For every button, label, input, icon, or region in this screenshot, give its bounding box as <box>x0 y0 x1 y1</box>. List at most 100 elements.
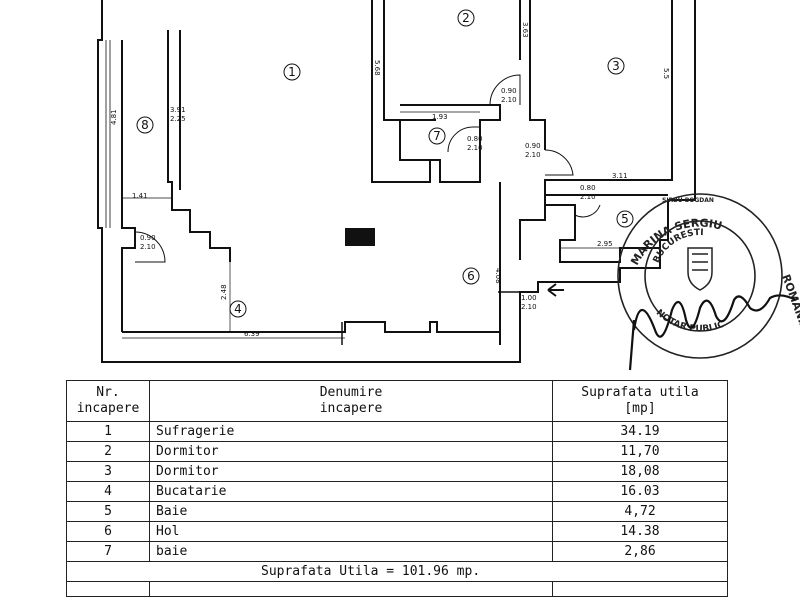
row-nr: 4 <box>66 481 150 502</box>
row-area: 14.38 <box>552 521 728 542</box>
room-marker-6-circle <box>462 267 480 285</box>
room-marker-3-circle <box>607 57 625 75</box>
row-area: 16.03 <box>552 481 728 502</box>
dim-label: 2.10 <box>501 96 517 104</box>
door-swing-4 <box>134 231 166 263</box>
header-suprafata: Suprafata utila [mp] <box>552 380 728 422</box>
header-nr-line2: incapere <box>76 401 140 416</box>
room-marker-5: 5 <box>621 212 629 226</box>
outer-wall-inner <box>121 40 136 332</box>
dim-label: 2.10 <box>580 193 596 201</box>
dim-label: 2.10 <box>521 303 537 311</box>
dim-label: 2.48 <box>220 284 228 300</box>
dim-label: 2.95 <box>597 240 613 248</box>
header-nr-line1: Nr. <box>96 385 120 400</box>
room-area-table: Nr. incapere Denumire incapere Suprafata… <box>66 380 728 597</box>
row-name: Dormitor <box>149 461 553 482</box>
dim-label: 5.68 <box>373 60 381 76</box>
table-row: 2 Dormitor 11,70 <box>66 441 728 462</box>
row-name: baie <box>149 541 553 562</box>
dim-label: 1.41 <box>132 192 148 200</box>
stamp-text-right: ROMÂNIA <box>779 273 800 333</box>
dim-label: 0.80 <box>467 135 483 143</box>
row-nr: 2 <box>66 441 150 462</box>
row-area: 18,08 <box>552 461 728 482</box>
header-denumire-line1: Denumire <box>319 385 383 400</box>
coat-of-arms-icon <box>687 247 713 291</box>
header-suprafata-line1: Suprafata utila <box>581 385 699 400</box>
row-name: Hol <box>149 521 553 542</box>
notary-stamp: MARINA SERGIU NOTAR PUBLIC BUCURESTI ROM… <box>617 193 800 371</box>
row-nr: 6 <box>66 521 150 542</box>
stamp-small-text: SIRBU BOGDAN <box>662 197 714 204</box>
row-nr: 3 <box>66 461 150 482</box>
table-row: 7 baie 2,86 <box>66 541 728 562</box>
room-marker-7: 7 <box>433 129 441 143</box>
dim-label: 4.81 <box>110 109 118 125</box>
row-area: 34.19 <box>552 421 728 442</box>
table-row: 6 Hol 14.38 <box>66 521 728 542</box>
table-row: 1 Sufragerie 34.19 <box>66 421 728 442</box>
dim-label: 1.93 <box>432 113 448 121</box>
dim-label: 2.10 <box>140 243 156 251</box>
dim-label: 0.90 <box>140 234 156 242</box>
room-7-walls <box>400 104 501 183</box>
row-area: 2,86 <box>552 541 728 562</box>
row-nr: 7 <box>66 541 150 562</box>
room-marker-8: 8 <box>141 118 149 132</box>
row-name: Dormitor <box>149 441 553 462</box>
table-row: 4 Bucatarie 16.03 <box>66 481 728 502</box>
dim-label: 0.80 <box>580 184 596 192</box>
table-row: 3 Dormitor 18,08 <box>66 461 728 482</box>
room-marker-4: 4 <box>234 302 242 316</box>
dim-label: 3.11 <box>612 172 628 180</box>
dim-label: 0.90 <box>525 142 541 150</box>
room-marker-7-circle <box>428 127 446 145</box>
row-area: 11,70 <box>552 441 728 462</box>
door-swing-3 <box>544 149 574 176</box>
row-name: Baie <box>149 501 553 522</box>
row-nr: 1 <box>66 421 150 442</box>
door-swing-5 <box>574 204 601 218</box>
dim-label: 2.25 <box>170 115 186 123</box>
row-area: 4,72 <box>552 501 728 522</box>
room-marker-6: 6 <box>467 269 475 283</box>
header-denumire-line2: incapere <box>319 401 383 416</box>
room-marker-2: 2 <box>462 11 470 25</box>
row-name: Sufragerie <box>149 421 553 442</box>
dim-label: 0.90 <box>501 87 517 95</box>
row-nr: 5 <box>66 501 150 522</box>
wall-8-1 <box>167 30 231 262</box>
table-row-cut <box>66 581 728 597</box>
dim-label: 1.00 <box>521 294 537 302</box>
header-suprafata-line2: [mp] <box>624 401 656 416</box>
room-marker-2-circle <box>457 9 475 27</box>
floor-plan: 1 2 3 4 5 6 7 8 5.68 3.63 5.5 3.91 2.25 … <box>97 0 696 363</box>
dim-label: 5.5 <box>662 68 670 79</box>
entrance-arrow-icon <box>547 283 564 297</box>
table-row: 5 Baie 4,72 <box>66 501 728 522</box>
room-marker-8-circle <box>136 116 154 134</box>
total-area: Suprafata Utila = 101.96 mp. <box>66 561 728 582</box>
room-marker-5-circle <box>616 210 634 228</box>
room-marker-3: 3 <box>612 59 620 73</box>
wall-2-3 <box>519 0 546 260</box>
header-denumire: Denumire incapere <box>149 380 553 422</box>
signature <box>628 294 797 371</box>
stamp-inner-ring <box>644 220 756 332</box>
row-cut-cell <box>149 581 553 597</box>
stamp-outer-ring <box>617 193 783 359</box>
room-marker-4-circle <box>229 300 247 318</box>
outer-wall <box>97 0 696 363</box>
room-5-walls <box>545 194 668 263</box>
dim-label: 4.08 <box>494 268 502 284</box>
dim-label: 2.10 <box>525 151 541 159</box>
wall-1-2 <box>371 0 431 183</box>
table-header-row: Nr. incapere Denumire incapere Suprafata… <box>66 380 728 422</box>
room-marker-1-circle <box>283 63 301 81</box>
room-marker-1: 1 <box>288 65 296 79</box>
dim-label: 2.10 <box>467 144 483 152</box>
door-swing-2 <box>489 74 521 106</box>
row-cut-cell <box>66 581 150 597</box>
dim-label: 3.63 <box>521 22 529 38</box>
